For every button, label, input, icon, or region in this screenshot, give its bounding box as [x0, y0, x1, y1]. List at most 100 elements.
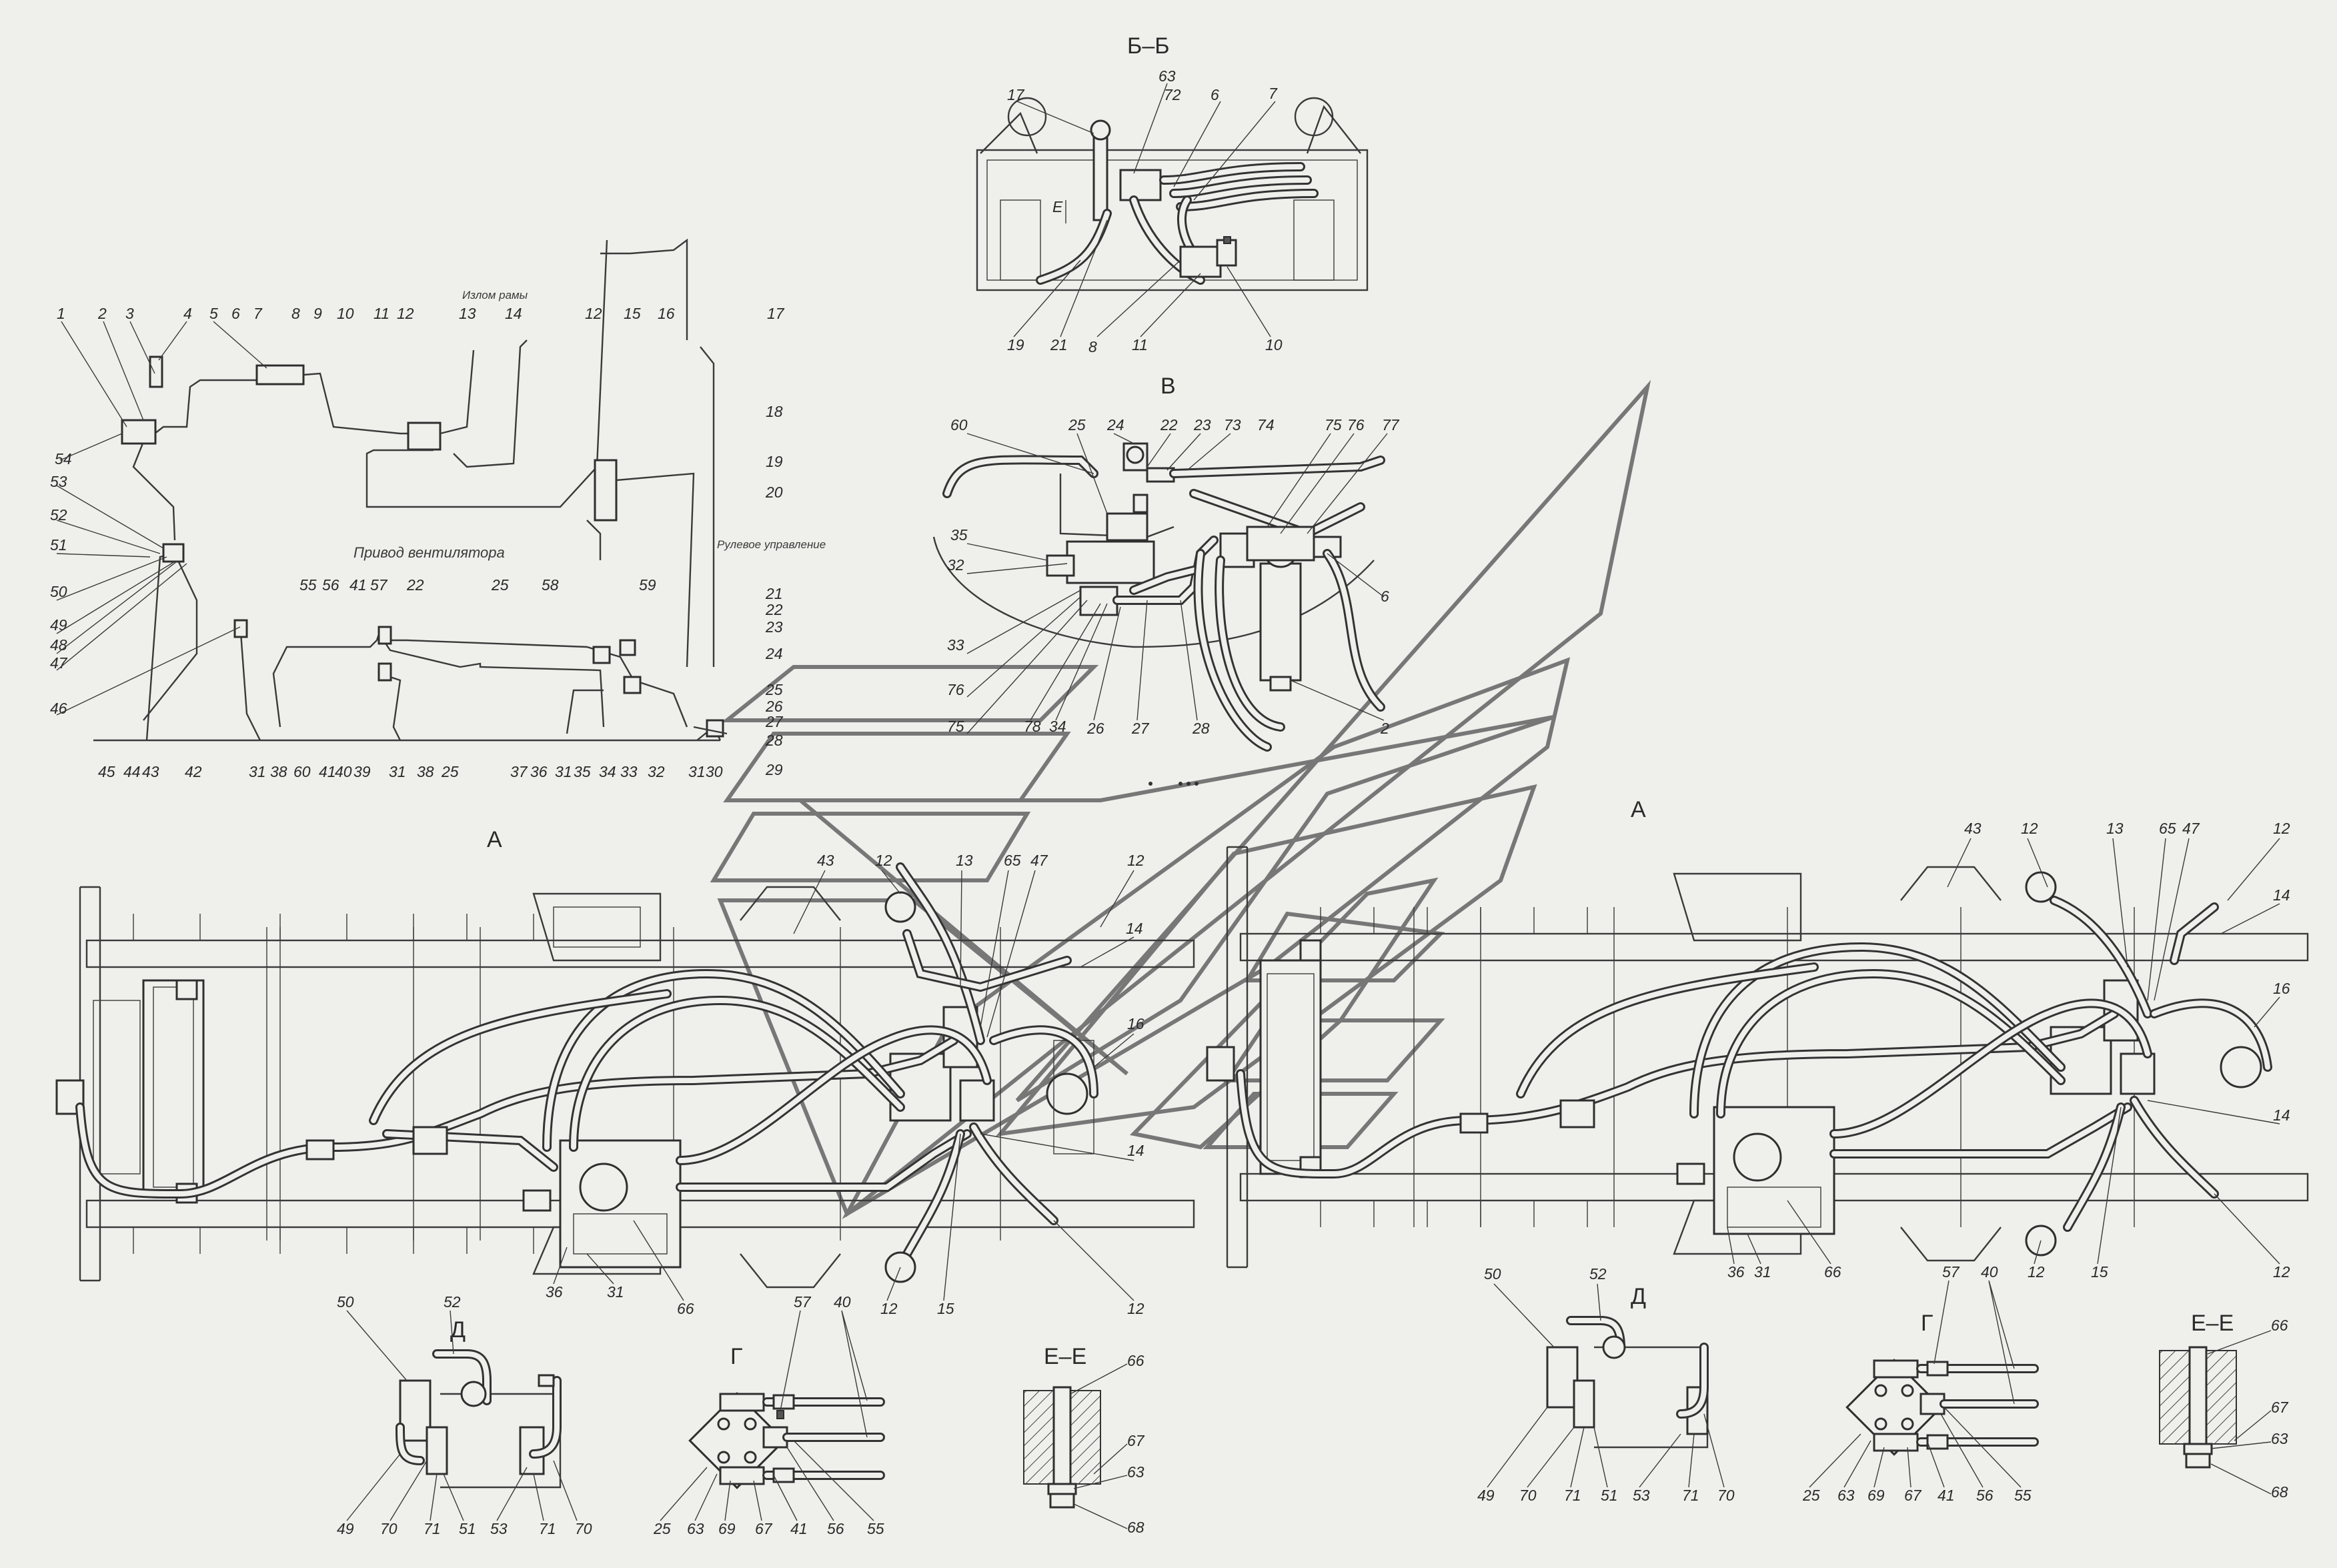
section-ee-right-callouts: 66 67 63 68: [2207, 1317, 2289, 1501]
callout: 50: [1484, 1265, 1501, 1283]
callout: 33: [947, 636, 964, 654]
schematic-callouts: 1 2 3 4 5 6 7 8 9 10 11 12 13 14 12 15 1…: [50, 305, 785, 780]
callout: 25: [765, 681, 783, 698]
callout: 71: [1682, 1487, 1699, 1504]
callout: 31: [607, 1283, 624, 1301]
view-a-left-title: А: [487, 827, 502, 852]
callout: 47: [1030, 852, 1048, 869]
callout: 31: [249, 763, 266, 780]
callout: 70: [380, 1520, 398, 1537]
callout: 9: [313, 305, 322, 322]
view-b-title: В: [1160, 373, 1176, 399]
view-b: В: [932, 373, 1385, 752]
callout: 34: [1049, 718, 1066, 735]
callout: 25: [653, 1520, 671, 1537]
view-d-left-callouts: 50 52 49 70 71 51 53 71 70: [337, 1293, 592, 1537]
watermark-chevrons: [710, 379, 1651, 1219]
callout: 36: [530, 763, 548, 780]
callout: 35: [950, 526, 968, 544]
callout: 57: [794, 1293, 812, 1311]
callout: 27: [765, 713, 784, 730]
callout: 50: [337, 1293, 354, 1311]
view-d-left-title: Д: [450, 1317, 466, 1343]
callout: 31: [1754, 1263, 1771, 1281]
callout: 25: [1802, 1487, 1820, 1504]
callout: 10: [1265, 336, 1283, 353]
callout: 59: [639, 576, 656, 594]
callout: 71: [424, 1520, 441, 1537]
callout: 22: [1160, 416, 1178, 434]
callout: 76: [1347, 416, 1365, 434]
callout: 34: [599, 763, 616, 780]
callout: 19: [1007, 336, 1024, 353]
callout: 12: [875, 852, 892, 869]
callout: 25: [1068, 416, 1086, 434]
callout: 75: [1325, 416, 1342, 434]
callout: 68: [1127, 1519, 1144, 1536]
view-a-right: А: [1206, 797, 2309, 1269]
callout: 26: [1086, 720, 1104, 737]
callout: 67: [1904, 1487, 1922, 1504]
callout: 36: [546, 1283, 563, 1301]
hydraulic-schematic: Излом рамы Привод вентилятора Рулевое уп…: [93, 238, 826, 742]
callout: 69: [718, 1520, 736, 1537]
callout: 70: [575, 1520, 592, 1537]
callout: 14: [1127, 1142, 1144, 1159]
callout: 65: [2159, 820, 2176, 837]
callout: 25: [441, 763, 459, 780]
callout: 36: [1727, 1263, 1745, 1281]
callout: 16: [1127, 1015, 1144, 1032]
callout: 23: [765, 618, 783, 636]
callout: 32: [648, 763, 665, 780]
note-fan-drive: Привод вентилятора: [353, 544, 505, 561]
callout: 35: [574, 763, 591, 780]
view-a-left-callouts: 43 12 13 65 47 12 14 16 14 12 15 12 36 3…: [546, 852, 1144, 1317]
callout: 77: [1382, 416, 1400, 434]
callout: 70: [1519, 1487, 1537, 1504]
callout: 16: [2273, 980, 2290, 997]
callout: 11: [1132, 336, 1148, 353]
callout: 6: [1211, 86, 1219, 103]
section-ee-right-title: Е–Е: [2191, 1311, 2234, 1336]
callout: 14: [2273, 886, 2290, 904]
callout: 66: [677, 1300, 694, 1317]
callout: 78: [1024, 718, 1041, 735]
view-d-left: Д: [396, 1317, 562, 1489]
callout: 12: [1127, 1300, 1144, 1317]
callout: 55: [867, 1520, 884, 1537]
view-g-left-title: Г: [730, 1344, 742, 1369]
callout: 39: [353, 763, 371, 780]
view-d-right-callouts: 50 52 49 70 71 51 53 71 70: [1477, 1265, 1735, 1504]
callout: 53: [490, 1520, 508, 1537]
callout: 22: [765, 601, 783, 618]
callout: 52: [444, 1293, 461, 1311]
callout: 40: [1981, 1263, 1998, 1281]
callout: 7: [253, 305, 263, 322]
section-ee-left: Е–Е: [1023, 1344, 1101, 1509]
view-g-right-callouts: 57 40 25 63 69 67 41 56 55: [1802, 1263, 2032, 1504]
callout: 17: [767, 305, 785, 322]
callout: 74: [1257, 416, 1275, 434]
callout: 25: [491, 576, 509, 594]
callout: 38: [417, 763, 434, 780]
callout: 72: [1164, 86, 1181, 103]
callout: 56: [322, 576, 339, 594]
callout: 32: [947, 556, 964, 574]
callout: 21: [1050, 336, 1068, 353]
callout: 41: [1937, 1487, 1955, 1504]
callout: 70: [1717, 1487, 1735, 1504]
callout: 50: [50, 583, 67, 600]
callout: 40: [834, 1293, 851, 1311]
section-ee-right: Е–Е: [2159, 1311, 2237, 1469]
view-a-left: А: [55, 827, 1195, 1289]
view-d-right-title: Д: [1631, 1284, 1646, 1309]
callout: 22: [406, 576, 424, 594]
callout: 17: [1007, 86, 1025, 103]
callout: 15: [937, 1300, 954, 1317]
callout: 66: [1824, 1263, 1841, 1281]
view-b-callouts: 60 25 24 22 23 73 74 75 76 77 35 32 33 7…: [947, 416, 1400, 737]
callout: 45: [98, 763, 115, 780]
callout: 60: [293, 763, 311, 780]
callout: 31: [555, 763, 572, 780]
